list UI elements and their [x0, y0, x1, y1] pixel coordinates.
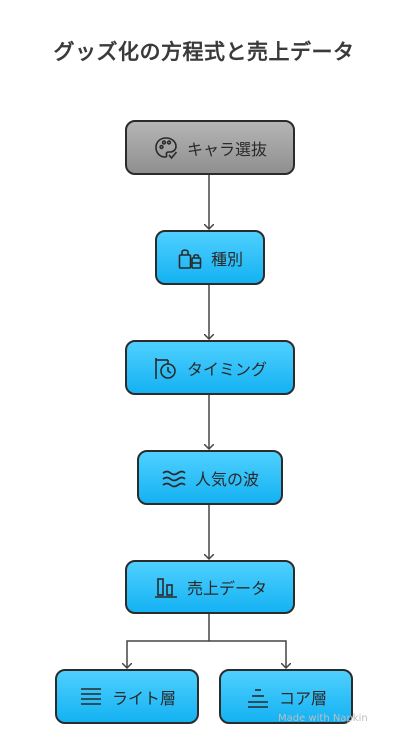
node-sales-data: 売上データ [125, 560, 295, 614]
wave-icon [162, 470, 186, 487]
node-label: タイミング [186, 359, 267, 379]
diagram-title: グッズ化の方程式と売上データ [53, 40, 355, 64]
node-label: 人気の波 [194, 469, 259, 489]
timer-icon [155, 357, 176, 379]
node-popularity-wave: 人気の波 [137, 450, 283, 505]
bags-icon [178, 248, 202, 269]
edge-sales-to-light [127, 614, 210, 668]
node-label: キャラ選抜 [186, 139, 267, 159]
node-character-selection: キャラ選抜 [125, 120, 295, 175]
node-light-layer: ライト層 [55, 669, 199, 724]
node-label: 種別 [210, 249, 243, 269]
palette-icon [155, 136, 178, 159]
node-label: ライト層 [111, 688, 176, 708]
layers-icon [247, 688, 268, 708]
node-core-layer: コア層 [219, 669, 353, 724]
bar-chart-icon [154, 578, 177, 598]
edge-sales-to-core [209, 640, 286, 668]
node-type: 種別 [155, 230, 265, 285]
node-timing: タイミング [125, 340, 295, 395]
node-label: 売上データ [186, 579, 267, 598]
node-label: コア層 [278, 688, 327, 708]
watermark: Made with Napkin [278, 713, 368, 724]
lines-icon [80, 687, 101, 705]
